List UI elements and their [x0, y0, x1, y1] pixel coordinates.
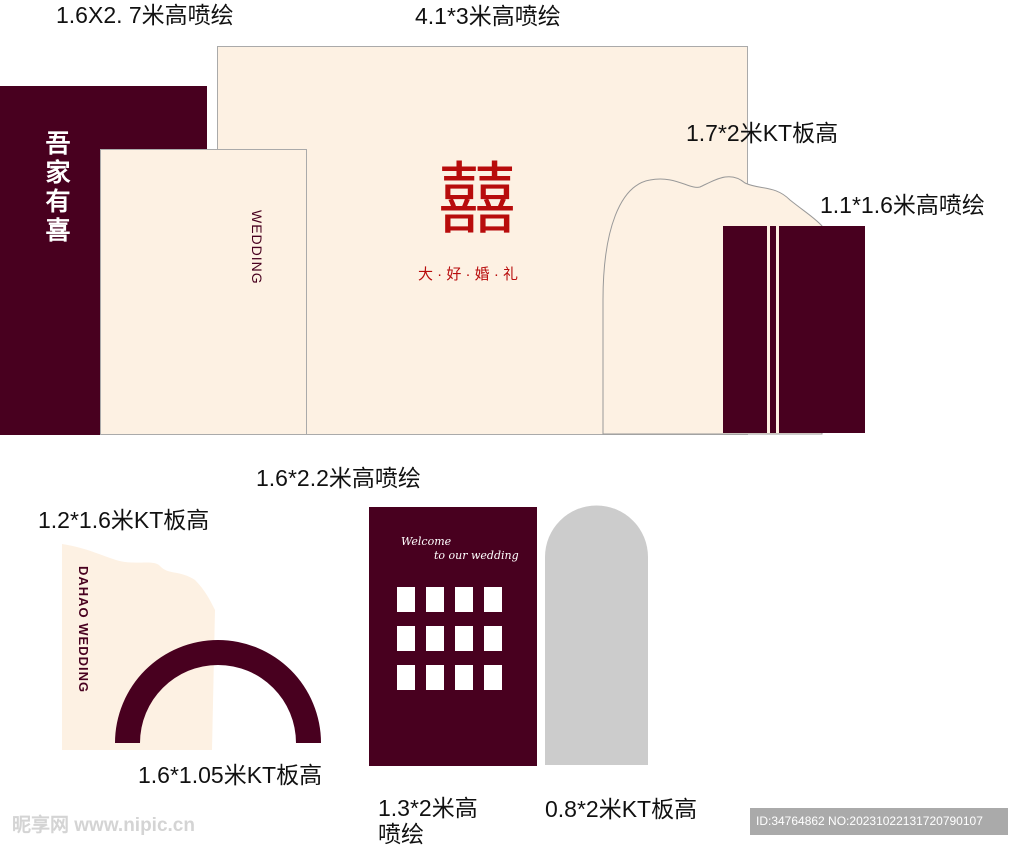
photo-slot	[426, 665, 444, 690]
photo-grid	[397, 587, 502, 690]
wedding-vertical-text: WEDDING	[249, 210, 265, 285]
photo-slot	[397, 587, 415, 612]
photo-slot	[455, 587, 473, 612]
photo-slot	[484, 587, 502, 612]
welcome-line2: to our wedding	[434, 549, 519, 562]
stripe	[776, 226, 779, 433]
kt-cloud-shape-left	[62, 544, 215, 750]
label-left-panel: 1.6X2. 7米高喷绘	[56, 2, 234, 28]
photo-slot	[397, 626, 415, 651]
label-kt-right: 1.7*2米KT板高	[686, 120, 839, 146]
arch-ring	[115, 640, 321, 743]
welcome-line1: Welcome	[401, 535, 452, 548]
photo-slot	[455, 626, 473, 651]
watermark-id: ID:34764862 NO:20231022131720790107	[756, 814, 983, 828]
label-right-panel: 1.1*1.6米高喷绘	[820, 192, 985, 218]
stripe	[767, 226, 770, 433]
photo-slot	[397, 665, 415, 690]
photo-slot	[426, 587, 444, 612]
right-dark-panel	[723, 226, 865, 433]
double-happiness-symbol: 囍	[438, 155, 517, 243]
label-welcome-bottom: 1.3*2米高 喷绘	[378, 795, 478, 848]
id-box	[750, 808, 1008, 835]
dahao-wedding-text: DAHAO WEDDING	[76, 566, 91, 694]
label-main-panel: 4.1*3米高喷绘	[415, 3, 561, 29]
label-arch: 1.6*1.05米KT板高	[138, 762, 323, 788]
inner-cream-panel	[100, 149, 307, 435]
left-panel-text: 吾家有喜	[42, 130, 71, 246]
label-gray-arch: 0.8*2米KT板高	[545, 796, 698, 822]
main-subtitle: 大 · 好 · 婚 · 礼	[418, 266, 518, 283]
photo-slot	[426, 626, 444, 651]
photo-slot	[484, 626, 502, 651]
photo-slot	[484, 665, 502, 690]
welcome-board	[369, 507, 537, 766]
watermark-logo: 昵享网 www.nipic.cn	[12, 815, 195, 836]
label-welcome-top: 1.6*2.2米高喷绘	[256, 465, 421, 491]
photo-slot	[455, 665, 473, 690]
label-kt-left: 1.2*1.6米KT板高	[38, 507, 210, 533]
gray-arch-board	[545, 505, 648, 765]
